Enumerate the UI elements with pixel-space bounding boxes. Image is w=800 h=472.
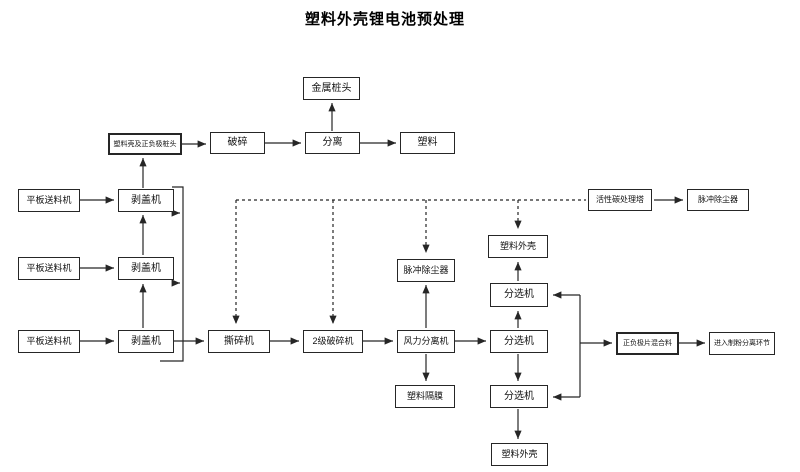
node-sorter1: 分选机 <box>490 330 548 353</box>
node-powder-step: 进入制粉分离环节 <box>709 332 775 355</box>
node-shredder: 撕碎机 <box>208 330 270 353</box>
node-feeder1: 平板送料机 <box>18 189 80 212</box>
node-feeder2: 平板送料机 <box>18 257 80 280</box>
node-feeder3: 平板送料机 <box>18 330 80 353</box>
node-decap3: 剥盖机 <box>118 330 174 353</box>
node-shell-terminals: 塑料壳及正负极桩头 <box>108 133 182 155</box>
node-electrode-mix: 正负极片混合料 <box>616 332 679 355</box>
node-metal-terminal: 金属桩头 <box>303 77 360 100</box>
line-left-collector <box>160 186 184 362</box>
node-crush: 破碎 <box>210 132 265 154</box>
node-plastic-shell-top: 塑料外壳 <box>488 235 548 258</box>
node-plastic: 塑料 <box>400 132 455 154</box>
diagram-title: 塑料外壳锂电池预处理 <box>304 11 465 28</box>
node-plastic-shell-bottom: 塑料外壳 <box>491 443 548 466</box>
node-pulse-dust-right: 脉冲除尘器 <box>687 189 749 211</box>
node-air-separator: 风力分离机 <box>397 330 455 353</box>
node-sorter3: 分选机 <box>490 385 548 408</box>
node-decap2: 剥盖机 <box>118 257 174 280</box>
node-plastic-membrane: 塑料隔膜 <box>395 385 455 408</box>
node-decap1: 剥盖机 <box>118 189 174 212</box>
node-carbon-tower: 活性碳处理塔 <box>588 189 652 211</box>
node-crusher2: 2级破碎机 <box>303 330 363 353</box>
node-separate: 分离 <box>305 132 360 154</box>
node-pulse-dust-mid: 脉冲除尘器 <box>397 259 455 282</box>
node-sorter2: 分选机 <box>490 283 548 307</box>
